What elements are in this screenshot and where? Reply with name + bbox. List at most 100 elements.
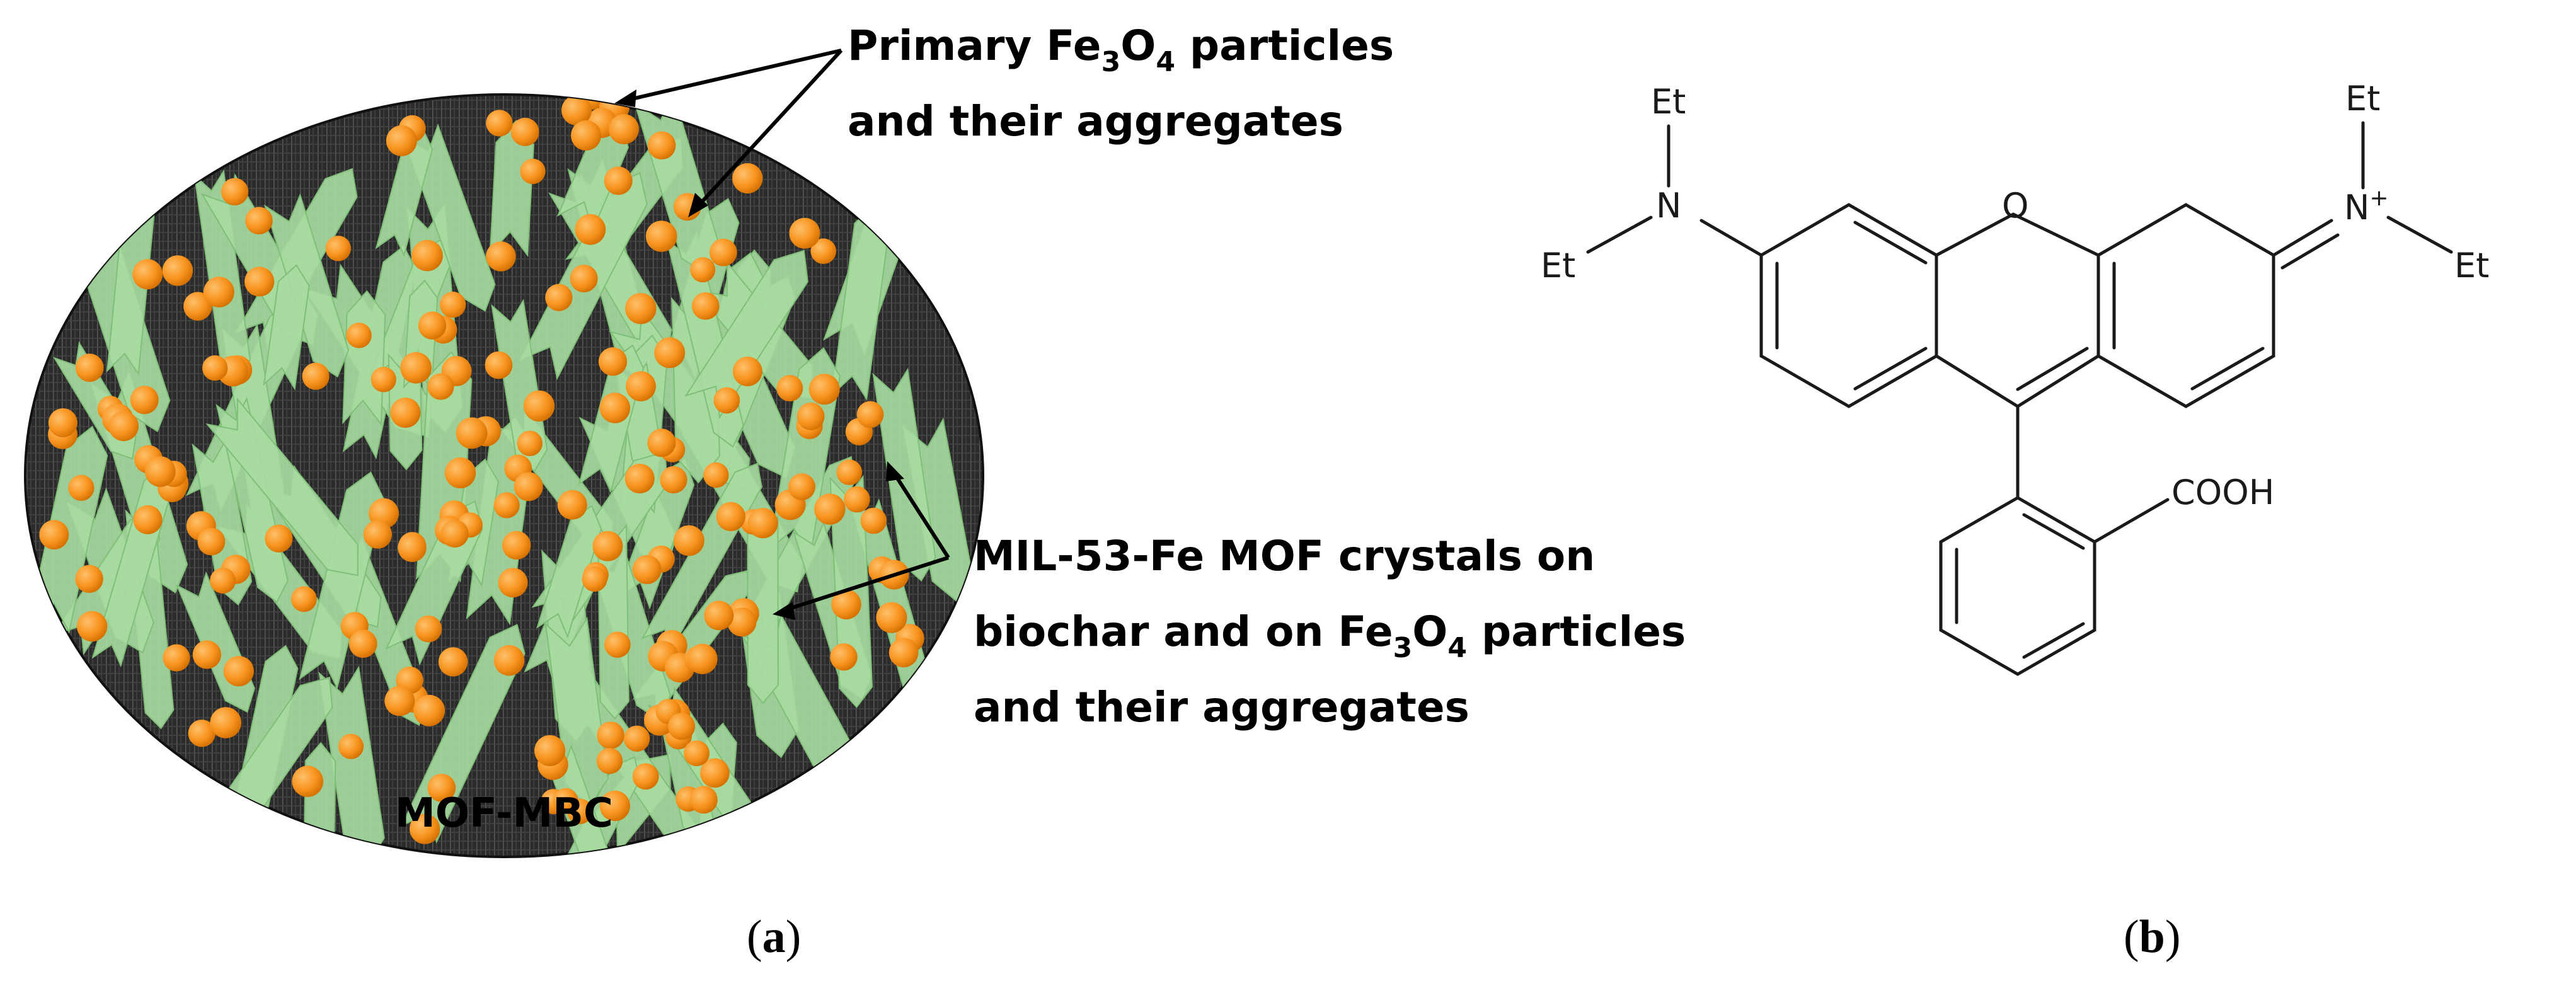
fe3o4-aggregate-particle (571, 120, 601, 151)
fe3o4-particle (75, 565, 103, 593)
fe3o4-particle (514, 472, 543, 502)
atom-n-right-symbol: N (2344, 188, 2369, 227)
fe3o4-particle (814, 493, 846, 525)
fe3o4-particle (108, 411, 139, 442)
mof-callout-line2: biochar and on Fe3O4 particles (974, 607, 1686, 664)
fe3o4-particle (413, 694, 446, 726)
fe3o4-particle (796, 402, 825, 430)
panel-b-label-close: ) (2165, 911, 2181, 963)
fe3o4-particle (386, 125, 417, 156)
fe3o4-callout-sub1: 3 (1101, 46, 1121, 78)
arrowhead-fe3o4-b (688, 193, 708, 217)
mof-callout-suffix: particles (1467, 607, 1686, 656)
mof-callout-mid: O (1412, 607, 1447, 656)
fe3o4-particle (599, 393, 631, 423)
fe3o4-particle (245, 207, 273, 235)
panel-b-label: (b) (2124, 910, 2180, 964)
fe3o4-particle (520, 158, 546, 185)
fe3o4-particle (523, 390, 555, 422)
fe3o4-particle (438, 647, 468, 677)
fe3o4-particle (700, 758, 730, 788)
fe3o4-particle (703, 462, 729, 488)
fe3o4-particle (667, 713, 696, 740)
fe3o4-particle (486, 241, 516, 272)
mof-callout-line1: MIL-53-Fe MOF crystals on (974, 532, 1595, 580)
fe3o4-particle (713, 387, 740, 414)
fe3o4-particle (290, 586, 317, 612)
fe3o4-particle (575, 214, 606, 245)
fe3o4-particle (221, 178, 249, 205)
mof-crystal (205, 397, 359, 577)
fe3o4-particle (557, 490, 587, 520)
fe3o4-particle (418, 311, 447, 340)
fe3o4-particle (390, 398, 421, 428)
fe3o4-particle (830, 643, 858, 671)
fe3o4-particle (48, 408, 78, 437)
fe3o4-particle (876, 602, 907, 633)
fe3o4-particle (626, 371, 656, 401)
left-ring-inner-bond-3 (1853, 221, 1928, 265)
fe3o4-particle (709, 238, 737, 267)
fe3o4-particle (598, 347, 628, 376)
fe3o4-particle (888, 638, 919, 668)
fe3o4-particle (485, 351, 513, 379)
mof-mbc-label: MOF-MBC (395, 790, 613, 837)
arrowhead-fe3o4-a (614, 89, 636, 107)
fe3o4-particle (183, 292, 212, 321)
fe3o4-particle (427, 774, 456, 802)
fe3o4-particle (498, 568, 528, 598)
rhodamine-structure (1586, 121, 2453, 676)
fe3o4-particle (623, 725, 650, 752)
fe3o4-particle (860, 507, 887, 534)
fe3o4-particle (727, 607, 757, 637)
mof-callout-line3: and their aggregates (974, 683, 1469, 732)
fe3o4-particle (747, 508, 778, 539)
right-n-et-bottom-bond (2386, 215, 2453, 254)
fe3o4-particle (39, 520, 69, 550)
atom-labels: Et N Et O Et N+ Et COOH (1541, 79, 2489, 512)
fe3o4-particle (810, 238, 836, 265)
fe3o4-particle (684, 740, 710, 767)
fe3o4-particle (732, 163, 763, 194)
fe3o4-particle (704, 600, 734, 631)
fe3o4-callout-suffix: particles (1175, 21, 1394, 70)
fe3o4-particle (716, 502, 745, 532)
fe3o4-particle (75, 353, 104, 382)
fe3o4-particle (599, 790, 630, 822)
fe3o4-particle (856, 401, 884, 428)
fe3o4-particle (400, 352, 432, 384)
fe3o4-particle (204, 277, 234, 307)
fe3o4-aggregate-particle (561, 95, 592, 125)
central-ring-inner-double (2016, 347, 2089, 391)
fe3o4-callout-prefix: Primary Fe (848, 21, 1101, 70)
fe3o4-particle (130, 386, 159, 415)
fe3o4-particle (384, 686, 415, 716)
fe3o4-particle (645, 221, 677, 252)
mof-callout-sub2: 4 (1447, 632, 1467, 664)
fe3o4-callout-mid: O (1120, 21, 1156, 70)
fe3o4-particle (371, 367, 396, 393)
fe3o4-particle (604, 166, 633, 195)
right-iminium-double-2 (2280, 233, 2340, 270)
fe3o4-particle (68, 474, 95, 501)
right-ring-inner-bond-2 (2190, 347, 2265, 391)
fe3o4-particle (647, 428, 676, 457)
phenyl-inner-bond-3 (2022, 513, 2085, 550)
fe3o4-particle (162, 255, 193, 286)
fe3o4-particle (363, 520, 393, 549)
fe3o4-particle (133, 505, 163, 534)
fe3o4-particle (427, 373, 454, 400)
fe3o4-particle (545, 284, 573, 311)
fe3o4-particle (570, 265, 598, 293)
fe3o4-particle (192, 640, 221, 669)
atom-et-bottom-right: Et (2454, 246, 2489, 285)
panel-a-label-close: ) (785, 911, 802, 963)
fe3o4-particle (486, 110, 513, 137)
right-aromatic-ring (2096, 203, 2275, 408)
mof-crystal (263, 264, 310, 391)
fe3o4-particle (410, 813, 440, 844)
fe3o4-particle (244, 267, 275, 297)
fe3o4-particle (690, 257, 716, 283)
fe3o4-particle (502, 531, 531, 560)
